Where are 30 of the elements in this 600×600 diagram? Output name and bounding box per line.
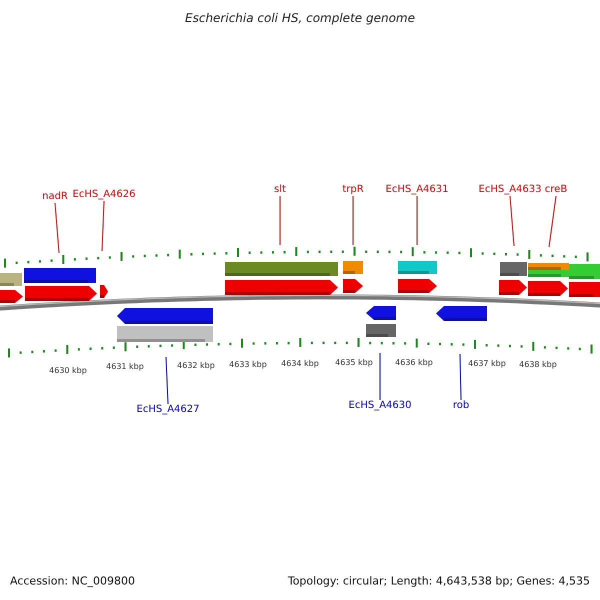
scale-label: 4632 kbp [177, 362, 215, 370]
gene-label: EcHS_A4627 [136, 405, 200, 415]
accession-text: Accession: NC_009800 [10, 576, 136, 586]
gene-label: EcHS_A4633 [478, 185, 542, 195]
gene-label: EcHS_A4631 [386, 185, 448, 195]
gene-label: EcHS_A4626 [72, 190, 136, 200]
gene-label: EcHS_A4630 [348, 401, 412, 411]
leader-line [510, 196, 514, 246]
scale-label: 4635 kbp [335, 359, 373, 367]
leader-line [352, 196, 354, 246]
scale-label: 4633 kbp [229, 361, 267, 369]
leader-line [166, 356, 168, 404]
genome-summary-text: Topology: circular; Length: 4,643,538 bp; Genes: 4,535 [288, 576, 590, 586]
scale-label: 4636 kbp [395, 359, 433, 367]
scale-label: 4630 kbp [49, 367, 87, 375]
scale-label: 4637 kbp [468, 360, 506, 368]
leader-line [54, 202, 60, 254]
leader-line [548, 196, 556, 248]
scale-label: 4638 kbp [519, 361, 557, 369]
scale-label: 4634 kbp [281, 360, 319, 368]
gene-label: trpR [342, 185, 364, 195]
gene-label: rob [452, 401, 470, 411]
title: Escherichia coli HS, complete genome [185, 12, 415, 24]
leader-line [416, 196, 418, 246]
scale-label: 4631 kbp [106, 363, 144, 371]
gene-label: creB [544, 185, 568, 195]
leader-line [460, 354, 462, 400]
gene-label: slt [274, 185, 286, 195]
gene-label: nadR [42, 192, 68, 202]
leader-line [102, 200, 104, 252]
